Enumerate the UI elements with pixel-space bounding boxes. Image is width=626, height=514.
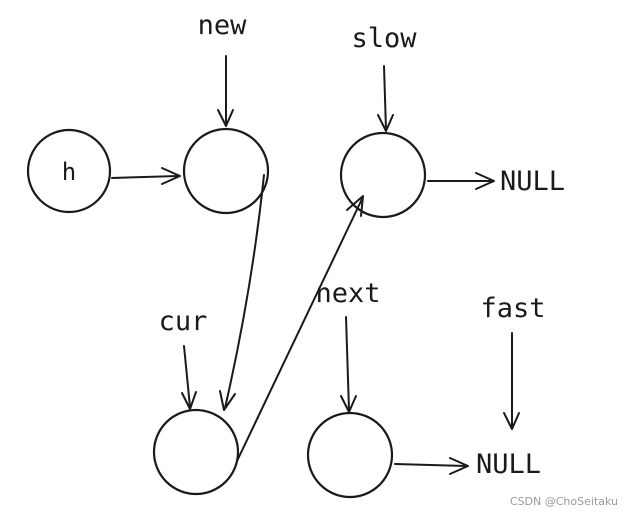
arrow-slow-to-node: [377, 65, 394, 132]
arrow-next-to-node: [340, 316, 357, 413]
label-slow: slow: [351, 23, 417, 54]
node-next: [306, 411, 394, 499]
arrow-cur-to-slow: [236, 195, 364, 462]
arrow-new-to-cur: [219, 174, 265, 411]
arrow-fast-to-null: [503, 332, 520, 430]
arrow-new-to-node: [217, 55, 234, 127]
arrow-next-to-null: [394, 457, 469, 475]
node-new: [182, 127, 270, 215]
node-h-label: h: [62, 158, 76, 186]
label-fast: fast: [480, 293, 545, 324]
arrow-slow-to-null: [427, 172, 495, 190]
watermark-text: CSDN @ChoSeitaku: [510, 495, 618, 508]
label-null-bottom: NULL: [476, 449, 541, 480]
arrow-cur-to-node: [181, 345, 197, 410]
label-new: new: [198, 10, 248, 41]
arrow-h-to-new: [111, 167, 181, 185]
label-cur: cur: [159, 306, 208, 337]
label-next: next: [315, 278, 380, 309]
node-cur: [152, 408, 240, 496]
label-null-top: NULL: [500, 166, 565, 197]
node-h-circle: [26, 128, 112, 214]
node-h: h: [26, 128, 112, 214]
